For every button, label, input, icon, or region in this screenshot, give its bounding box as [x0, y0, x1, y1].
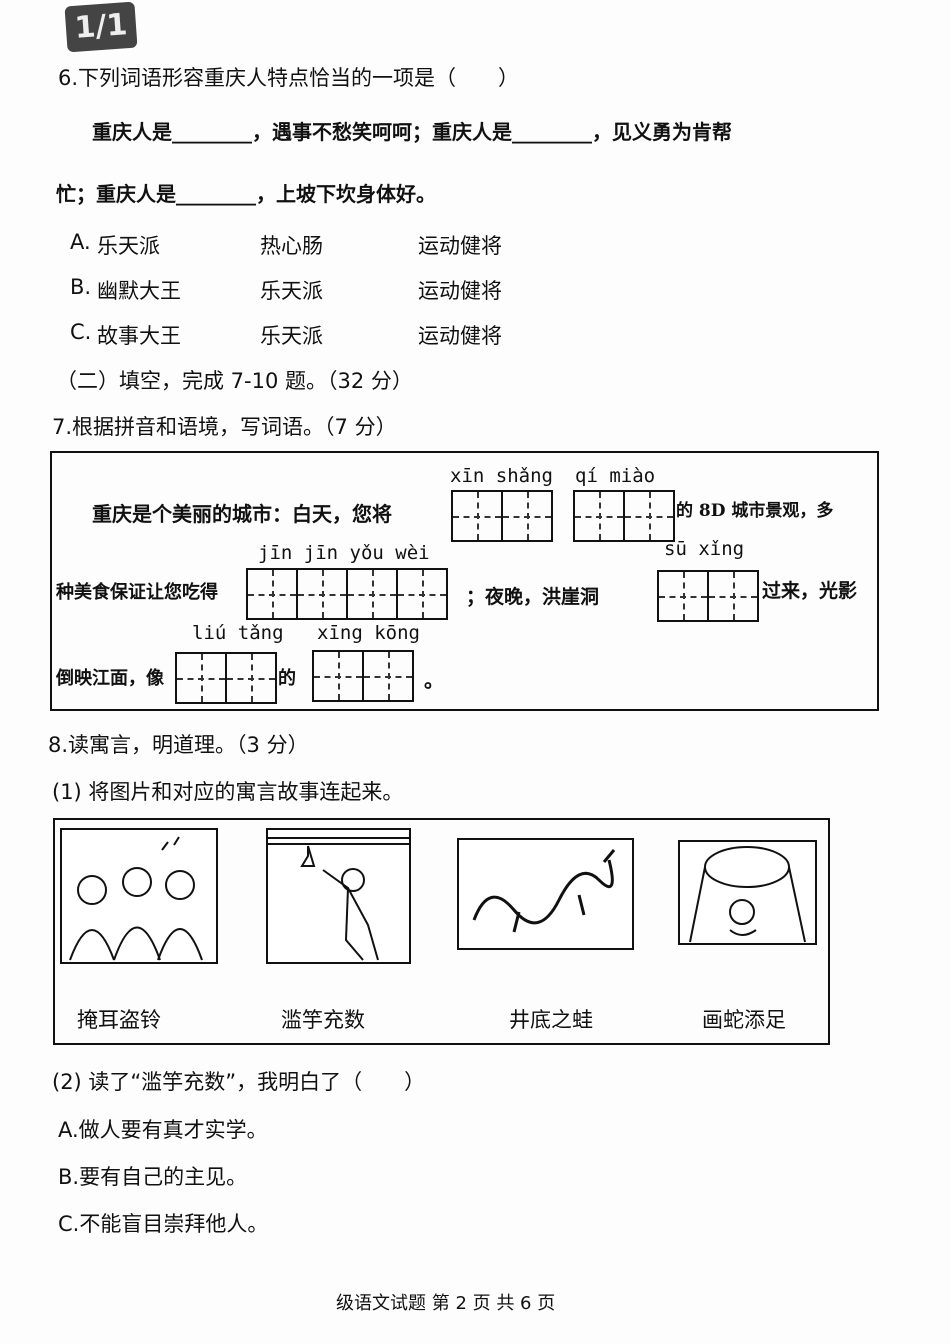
- q6-line1: 重庆人是________，遇事不愁笑呵呵；重庆人是________，见义勇为肯帮: [92, 120, 732, 144]
- q8-sub1: (1) 将图片和对应的寓言故事连起来。: [52, 780, 404, 804]
- answer-grid[interactable]: [246, 568, 448, 620]
- q7-title: 7.根据拼音和语境，写词语。（7 分）: [52, 415, 397, 439]
- pinyin: qí miào: [575, 465, 656, 487]
- option-word: 乐天派: [97, 234, 160, 258]
- pinyin: sū xǐng: [664, 538, 745, 560]
- option-label: B.: [70, 275, 92, 299]
- q6-line2: 忙；重庆人是________，上坡下坎身体好。: [56, 182, 436, 206]
- option-word: 运动健将: [418, 234, 502, 258]
- option-word: 热心肠: [260, 234, 323, 258]
- pinyin: jīn jīn yǒu wèi: [258, 542, 430, 564]
- q7-frame: [50, 451, 879, 711]
- section-2-heading: （二）填空，完成 7-10 题。（32 分）: [56, 369, 413, 393]
- page-counter-badge: 1/1: [64, 1, 138, 53]
- option-label: A.: [70, 230, 91, 254]
- answer-grid[interactable]: [657, 570, 759, 622]
- story-label[interactable]: 画蛇添足: [702, 1008, 786, 1032]
- option-label: C.: [70, 320, 92, 344]
- q8-option-a: A.做人要有真才实学。: [58, 1118, 268, 1142]
- q7-text: 种美食保证让您吃得: [56, 582, 218, 603]
- illustration-stealing-bell[interactable]: [266, 828, 411, 964]
- option-word: 幽默大王: [97, 279, 181, 303]
- story-label[interactable]: 掩耳盗铃: [77, 1008, 161, 1032]
- story-label[interactable]: 滥竽充数: [281, 1008, 365, 1032]
- answer-grid[interactable]: [451, 490, 553, 542]
- pinyin: liú tǎng: [192, 622, 284, 644]
- q8-sub2: (2) 读了“滥竽充数”，我明白了（ ）: [52, 1070, 426, 1094]
- option-word: 运动健将: [418, 324, 502, 348]
- option-word: 故事大王: [97, 324, 181, 348]
- q7-text: ；夜晚，洪崖洞: [466, 586, 600, 608]
- q7-text: 。: [424, 668, 444, 692]
- story-label[interactable]: 井底之蛙: [509, 1008, 593, 1032]
- q8-title: 8.读寓言，明道理。（3 分）: [48, 733, 309, 757]
- q7-text: 的: [278, 668, 296, 689]
- q7-text: 重庆是个美丽的城市：白天，您将: [92, 502, 392, 526]
- illustration-snake-with-feet[interactable]: [457, 838, 634, 950]
- q7-text: 的 8D 城市景观，多: [676, 501, 834, 521]
- answer-grid[interactable]: [175, 652, 277, 704]
- page-footer: 级语文试题 第 2 页 共 6 页: [336, 1293, 556, 1314]
- illustration-three-musicians[interactable]: [60, 828, 218, 964]
- answer-grid[interactable]: [573, 490, 675, 542]
- q8-option-c: C.不能盲目崇拜他人。: [58, 1212, 269, 1236]
- pinyin: xīn shǎng: [450, 465, 553, 487]
- q8-picture-frame: [53, 818, 830, 1045]
- q8-option-b: B.要有自己的主见。: [58, 1165, 248, 1189]
- option-word: 乐天派: [260, 279, 323, 303]
- q6-title: 6.下列词语形容重庆人特点恰当的一项是（ ）: [58, 66, 520, 90]
- q7-text: 倒映江面，像: [56, 668, 164, 689]
- option-word: 运动健将: [418, 279, 502, 303]
- answer-grid[interactable]: [312, 650, 414, 702]
- illustration-frog-in-well[interactable]: [678, 840, 817, 945]
- pinyin: xīng kōng: [317, 622, 420, 644]
- q7-text: 过来，光影: [762, 580, 858, 602]
- option-word: 乐天派: [260, 324, 323, 348]
